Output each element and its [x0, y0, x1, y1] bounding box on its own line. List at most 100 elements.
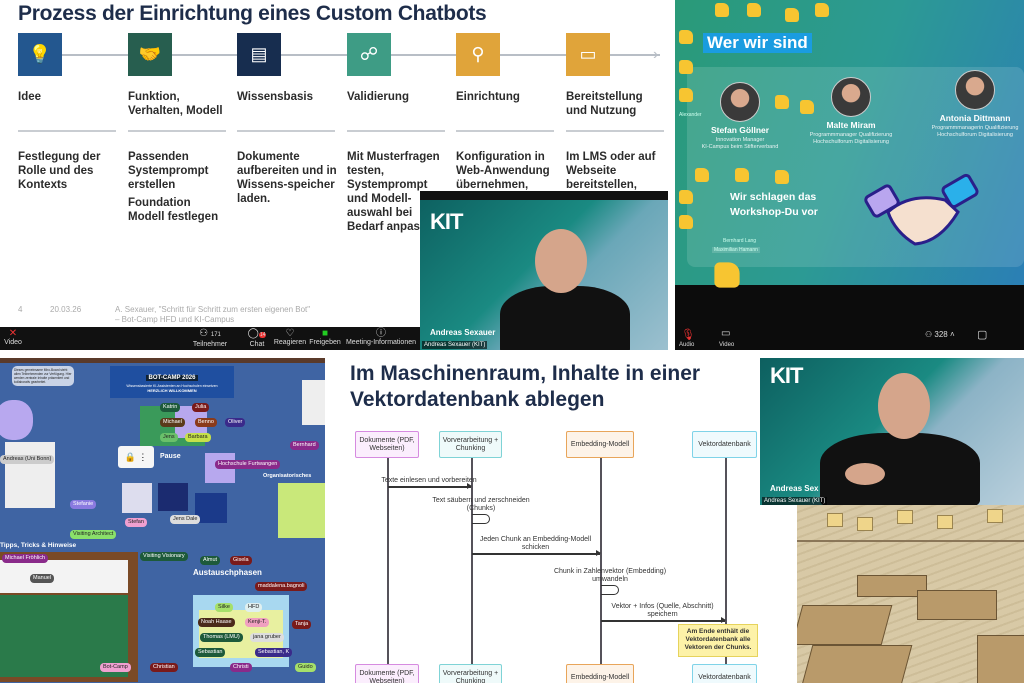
step-description: Mit Musterfragen testen, Systemprompt un…: [347, 150, 447, 234]
lock-menu-icon[interactable]: 🔒 ⋮: [118, 446, 154, 468]
speaker-video-tile[interactable]: KIT Andreas Sex Andreas Sexauer (KIT): [760, 358, 1024, 505]
people-chat-icon: ☍: [347, 33, 391, 76]
org-text: Hochschulforum Digitalisierung: [937, 132, 1013, 138]
welcome-banner: BOT-CAMP 2026 Wissensbasierte KI-Assiste…: [110, 366, 234, 398]
message-text: Chunk in Zahlenvektor (Embedding) umwand…: [553, 568, 667, 583]
cursor-name-tag: Almut: [200, 556, 221, 565]
person-avatar: [720, 82, 760, 122]
audio-label: Audio: [679, 342, 695, 348]
thumbs-up-icon: [695, 168, 709, 182]
section-title: Tipps, Tricks & Hinweise: [0, 542, 77, 549]
message-text: Text säubern und zerschneiden (Chunks): [432, 497, 530, 512]
speaker-head: [535, 229, 587, 293]
react-button[interactable]: ♡Reagieren: [265, 328, 315, 346]
role-text: Innovation Manager: [715, 137, 765, 143]
step-divider: [128, 130, 226, 132]
actor-box: Embedding-Modell: [566, 431, 634, 458]
miro-board[interactable]: BOT-CAMP 2026 Wissensbasierte KI-Assiste…: [0, 358, 325, 683]
cursor-name-tag: Kenji-T.: [245, 618, 270, 627]
thumbs-up-icon: [715, 3, 729, 17]
section-title: Organisatorisches: [263, 473, 312, 479]
actor-box: Dokumente (PDF, Webseiten): [355, 431, 419, 458]
arrow-right-icon: ›: [653, 46, 659, 63]
slide-heading: Wer wir sind: [703, 33, 812, 53]
thumbs-up-icon: [679, 215, 693, 229]
banner-subtitle: Wissensbasierte KI-Assistenten an Hochsc…: [126, 384, 218, 388]
video-off-icon: ✕: [8, 328, 18, 339]
org-text: KI-Campus beim Stifterverband: [701, 144, 779, 150]
cursor-name-tag: Sebastian, K: [255, 648, 293, 657]
cursor-name-tag: Manuel: [30, 574, 55, 583]
tagline: Wir schlagen das Workshop-Du vor: [730, 191, 818, 218]
slide-vector-database: Im Maschinenraum, Inhalte in einer Vekto…: [340, 358, 1024, 683]
cursor-name: Bernhard Lang: [723, 238, 757, 244]
cursor-name-tag: Silke: [215, 603, 233, 612]
lifeline: [387, 458, 389, 664]
cursor-name-tag: Tanja: [292, 620, 312, 629]
org-text: Hochschulforum Digitalisierung: [813, 139, 889, 145]
participants-card: [302, 380, 325, 425]
cursor-name-tag: maddalena.bagnoli: [255, 582, 308, 591]
overlay-name: Andreas Sexauer: [430, 328, 496, 337]
actor-box: Vorverarbeitung + Chunking: [439, 664, 502, 683]
speaker-body: [500, 286, 630, 350]
lifeline: [471, 458, 473, 664]
cursor-name-tag: Visiting Architect: [70, 530, 117, 539]
tips-frame: [0, 552, 138, 682]
share-button[interactable]: ■Freigeben: [300, 328, 350, 346]
step-divider: [456, 130, 554, 132]
participants-count: 171: [210, 332, 221, 338]
camera-icon[interactable]: ▭: [721, 328, 731, 339]
cursor-name-tag: Christian: [150, 663, 178, 672]
thumbs-up-icon: [775, 95, 789, 109]
cursor-name-tag: Bot-Camp: [100, 663, 131, 672]
meeting-toolbar: 🎙 Audio ▭ Video ⚇ 328 ˄ ▢: [675, 328, 1024, 350]
speaker-video-tile[interactable]: KIT Andreas Sexauer Andreas Sexauer (KIT…: [420, 191, 668, 350]
sticky-card: [195, 493, 227, 523]
step-label: Validierung: [347, 91, 409, 103]
cursor-name-tag: Christi: [230, 663, 252, 672]
role-text: Programmmanagerin Qualifizierung: [931, 125, 1019, 131]
participants-label: Teilnehmer: [192, 341, 228, 348]
actor-box: Dokumente (PDF, Webseiten): [355, 664, 419, 683]
actor-box: Vorverarbeitung + Chunking: [439, 431, 502, 458]
actor-box: Vektordatenbank: [692, 431, 757, 458]
mic-muted-icon[interactable]: 🎙: [681, 329, 695, 341]
step-desc-text: Dokumente aufbereiten und in Wissens-spe…: [237, 151, 337, 205]
speaker-head: [878, 373, 930, 439]
step-label: Bereitstellung und Nutzung: [566, 91, 643, 117]
cursor-name-tag: Noah Haase: [198, 618, 235, 627]
step-label: Funktion, Verhalten, Modell: [128, 91, 223, 117]
cursor-name-tag: Julia: [192, 403, 210, 412]
video-button[interactable]: ✕Video: [0, 328, 26, 346]
thumbs-up-icon: [679, 30, 693, 44]
thumbs-up-icon: [714, 262, 740, 288]
section-title: Austauschphasen: [193, 568, 262, 577]
message-arrow: [601, 617, 726, 623]
participants-icon: ⚇ 171: [199, 328, 221, 339]
chat-badge: 14: [258, 332, 267, 338]
cursor-name: Maximilian Hamann: [712, 247, 760, 253]
participants-button[interactable]: ⚇ 328 ˄: [925, 330, 955, 339]
classroom-sketch-image: [797, 505, 1024, 683]
banner-welcome: HERZLICH WILLKOMMEN: [147, 388, 197, 393]
kit-logo: KIT: [430, 209, 463, 234]
slide-date: 20.03.26: [50, 305, 82, 314]
message-arrow: [472, 550, 601, 556]
step-desc-text: Konfiguration in Web-Anwendung übernehme…: [456, 151, 550, 191]
citation-line-2: – Bot-Camp HFD und KI-Campus: [115, 315, 235, 324]
intro-bubble: Dieses gemeinsame Miro-Board steht allen…: [12, 366, 74, 386]
participants-count: 328: [934, 330, 948, 339]
cursor-name-tag: Visiting Visionary: [140, 552, 188, 561]
role-text: Programmmanager Qualifizierung: [809, 132, 893, 138]
cursor-name-tag: Oliver: [225, 418, 246, 427]
citation-line-1: A. Sexauer, "Schritt für Schritt zum ers…: [115, 305, 311, 314]
chat-icon[interactable]: ▢: [977, 329, 988, 341]
